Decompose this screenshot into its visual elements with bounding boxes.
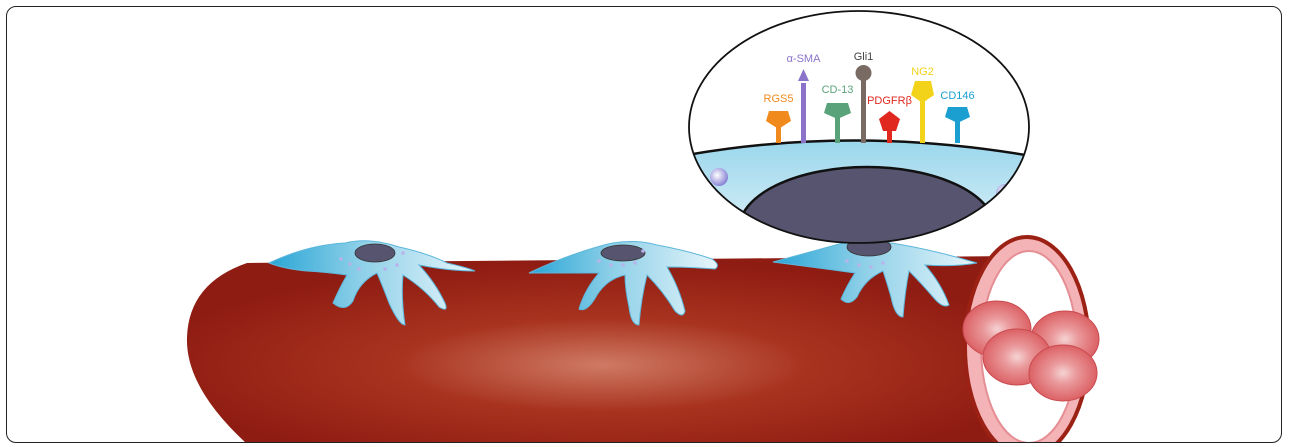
marker-label: CD-13: [822, 84, 854, 96]
marker-label: α-SMA: [787, 53, 822, 65]
pericyte-nucleus: [601, 245, 645, 261]
marker-label: Gli1: [854, 51, 874, 63]
figure-frame: RGS5 α-SMA CD-13 Gli1 PDGFRβ NG2: [6, 6, 1282, 443]
pericyte-diagram: RGS5 α-SMA CD-13 Gli1 PDGFRβ NG2: [7, 7, 1282, 443]
marker-label: PDGFRβ: [867, 95, 912, 107]
marker-label: CD146: [940, 90, 974, 102]
vesicle: [710, 168, 728, 186]
marker-label: NG2: [911, 66, 934, 78]
red-blood-cell: [1029, 345, 1097, 401]
marker-label: RGS5: [764, 93, 794, 105]
pericyte-nucleus: [355, 244, 395, 262]
